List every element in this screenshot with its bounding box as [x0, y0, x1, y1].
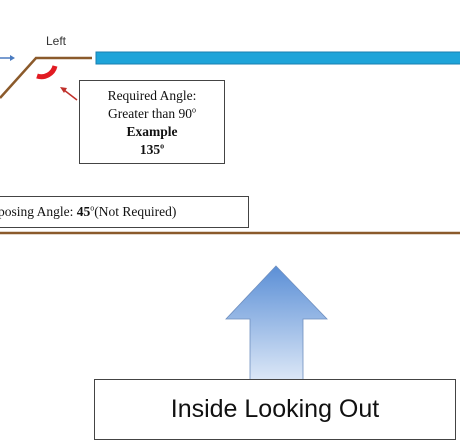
- degree-symbol: o: [191, 105, 196, 115]
- blue-bar: [95, 51, 460, 65]
- opposing-suffix: (Not Required): [94, 204, 177, 219]
- degree-symbol: o: [90, 203, 95, 213]
- callout-line-2-text: Greater than 90: [108, 106, 192, 121]
- callout-pointer-arrow: [60, 87, 78, 101]
- left-label: Left: [46, 34, 67, 48]
- required-angle-arc: [36, 65, 58, 80]
- callout-line-2: Greater than 90o: [80, 105, 224, 123]
- callout-line-1: Required Angle:: [107, 88, 197, 103]
- opposing-angle-box: posing Angle: 45o(Not Required): [0, 196, 249, 228]
- degree-symbol: o: [160, 141, 165, 151]
- required-angle-callout: Required Angle: Greater than 90o Example…: [79, 80, 225, 164]
- wall-line-upper: [0, 56, 92, 99]
- up-arrow: [225, 265, 328, 382]
- callout-example-label: Example: [126, 124, 178, 139]
- inside-looking-out-caption: Inside Looking Out: [94, 379, 456, 440]
- callout-example-value: 135o: [80, 141, 224, 159]
- opposing-prefix: posing Angle:: [0, 204, 77, 219]
- opposing-angle-value: 45: [76, 204, 91, 219]
- small-left-arrow: [0, 55, 15, 61]
- example-value-text: 135: [139, 142, 161, 157]
